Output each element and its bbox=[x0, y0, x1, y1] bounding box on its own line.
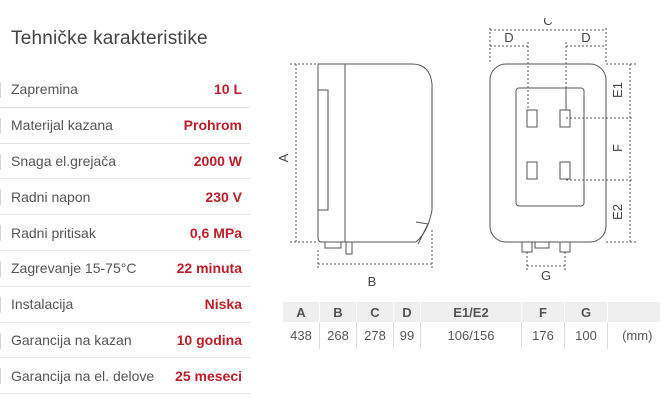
spec-label: Zapremina bbox=[11, 81, 78, 98]
dimensions-table: A B C D E1/E2 F G 438 268 278 99 106/156… bbox=[283, 302, 661, 349]
spec-value: 25 meseci bbox=[175, 367, 242, 384]
dim-label-G: G bbox=[541, 268, 551, 283]
front-view-body bbox=[489, 63, 607, 243]
spec-label: Garancija na el. delove bbox=[11, 367, 155, 384]
spec-row: Garancija na el. delove 25 meseci bbox=[0, 358, 250, 395]
dim-label-E1: E1 bbox=[610, 82, 625, 98]
dim-header: A bbox=[283, 302, 320, 322]
dim-header: D bbox=[393, 302, 421, 322]
spec-label: Radni napon bbox=[11, 188, 91, 205]
spec-list: Zapremina 10 L Materijal kazana Prohrom … bbox=[0, 72, 250, 395]
spec-value: 10 L bbox=[213, 81, 242, 98]
spec-label: Materijal kazana bbox=[11, 117, 113, 134]
dim-value: 99 bbox=[393, 322, 421, 349]
dim-label-A: A bbox=[278, 153, 291, 162]
dim-header: G bbox=[564, 302, 608, 322]
dim-header: F bbox=[521, 302, 565, 322]
spec-row: Zagrevanje 15-75°C 22 minuta bbox=[0, 251, 250, 287]
spec-row: Zapremina 10 L bbox=[0, 72, 250, 108]
dimensions-value-row: 438 268 278 99 106/156 176 100 (mm) bbox=[283, 322, 661, 349]
spec-label: Garancija na kazan bbox=[11, 331, 132, 348]
spec-row: Garancija na kazan 10 godina bbox=[0, 323, 250, 359]
dim-value: 100 bbox=[564, 322, 608, 349]
spec-value: Prohrom bbox=[183, 117, 242, 134]
dim-value: 438 bbox=[283, 322, 320, 349]
dim-value: 176 bbox=[521, 322, 565, 349]
side-view-body bbox=[317, 63, 433, 243]
dim-label-D-right: D bbox=[581, 30, 590, 45]
dim-value: 278 bbox=[356, 322, 394, 349]
dimensions-header-row: A B C D E1/E2 F G bbox=[283, 302, 661, 322]
dim-header: C bbox=[356, 302, 394, 322]
spec-value: 2000 W bbox=[193, 152, 242, 169]
spec-label: Zagrevanje 15-75°C bbox=[11, 260, 137, 277]
dim-unit: (mm) bbox=[622, 328, 653, 343]
spec-value: 230 V bbox=[205, 188, 242, 205]
section-title: Tehničke karakteristike bbox=[11, 28, 208, 49]
boiler-dimension-diagram: A B C D D E1 F E2 G bbox=[278, 18, 636, 289]
dim-value: 106/156 bbox=[420, 322, 522, 349]
dim-label-F: F bbox=[610, 144, 625, 152]
dim-label-D-left: D bbox=[504, 30, 513, 45]
dim-header bbox=[607, 302, 661, 322]
spec-value: 10 godina bbox=[176, 331, 242, 348]
dim-label-C: C bbox=[543, 18, 552, 28]
dim-value: 268 bbox=[319, 322, 357, 349]
spec-row: Radni napon 230 V bbox=[0, 179, 250, 216]
dim-label-B: B bbox=[368, 274, 377, 289]
spec-label: Instalacija bbox=[11, 296, 74, 313]
spec-value: 22 minuta bbox=[176, 260, 242, 277]
spec-label: Snaga el.grejača bbox=[11, 152, 117, 169]
spec-row: Materijal kazana Prohrom bbox=[0, 108, 250, 144]
dim-header: E1/E2 bbox=[420, 302, 522, 322]
spec-value: 0,6 MPa bbox=[189, 224, 242, 241]
spec-row: Snaga el.grejača 2000 W bbox=[0, 144, 250, 180]
dim-header: B bbox=[319, 302, 357, 322]
spec-row: Radni pritisak 0,6 MPa bbox=[0, 215, 250, 251]
spec-row: Instalacija Niska bbox=[0, 287, 250, 323]
spec-value: Niska bbox=[204, 296, 242, 313]
dim-label-E2: E2 bbox=[610, 204, 625, 220]
spec-label: Radni pritisak bbox=[11, 224, 96, 241]
